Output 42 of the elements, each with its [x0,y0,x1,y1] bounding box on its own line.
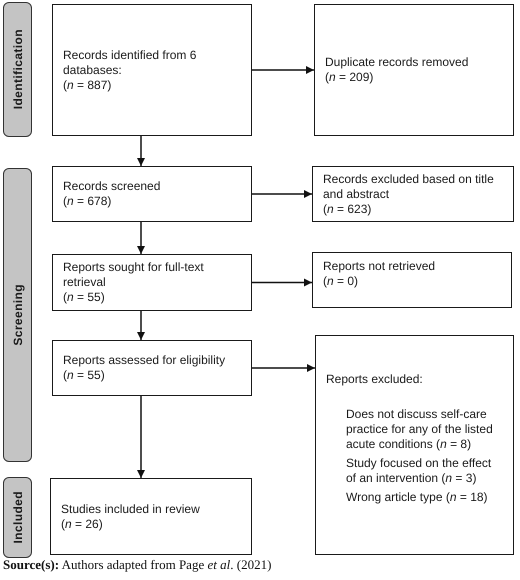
arrow [137,136,145,166]
process-box [52,4,252,136]
source-caption: Source(s): Authors adapted from Page et al. (2021) [3,557,272,573]
arrow [252,190,312,198]
process-box [52,340,252,396]
arrow [137,222,145,254]
process-box [312,166,514,222]
record-count: (n = 623) [323,202,372,216]
record-count: (n = 55) [63,290,105,305]
process-box [52,166,252,222]
box-heading: Reports excluded: [326,372,423,387]
process-box [50,478,252,555]
record-count: (n = 0) [323,274,358,289]
step-description: Reports not retrieved [323,259,436,274]
record-count: (n = 26) [61,516,103,532]
process-box [52,254,252,311]
record-count: (n = 209) [325,70,374,85]
arrow [137,396,145,478]
step-description: Reports assessed for eligibility [63,353,226,368]
arrow [252,278,312,286]
step-description: Records screened [63,179,160,194]
process-box [315,335,514,555]
phase-label: Screening [10,284,24,346]
process-box [314,4,514,136]
phase-band [3,477,32,558]
process-box [312,252,512,308]
phase-band [3,2,32,137]
record-count: (n = 678) [63,194,112,209]
record-count: (n = 887) [63,78,112,92]
step-description: Studies included in review [61,502,200,516]
phase-band [3,168,32,462]
phase-label: Identification [10,29,24,110]
step-description: Duplicate records removed [325,55,468,70]
record-count: (n = 55) [63,368,105,383]
arrow [137,311,145,340]
step-description: Records identified from 6 databases: [63,48,198,78]
arrow [252,364,315,372]
exclusion-reason: Does not discuss self-care practice for any of the listed acute conditions (n = 8) [346,407,494,452]
exclusion-reason: Wrong article type (n = 18) [346,490,489,505]
exclusion-reason: Study focused on the effect of an intervention (n = 3) [346,456,492,486]
arrow [252,66,314,74]
phase-label: Included [10,491,24,544]
